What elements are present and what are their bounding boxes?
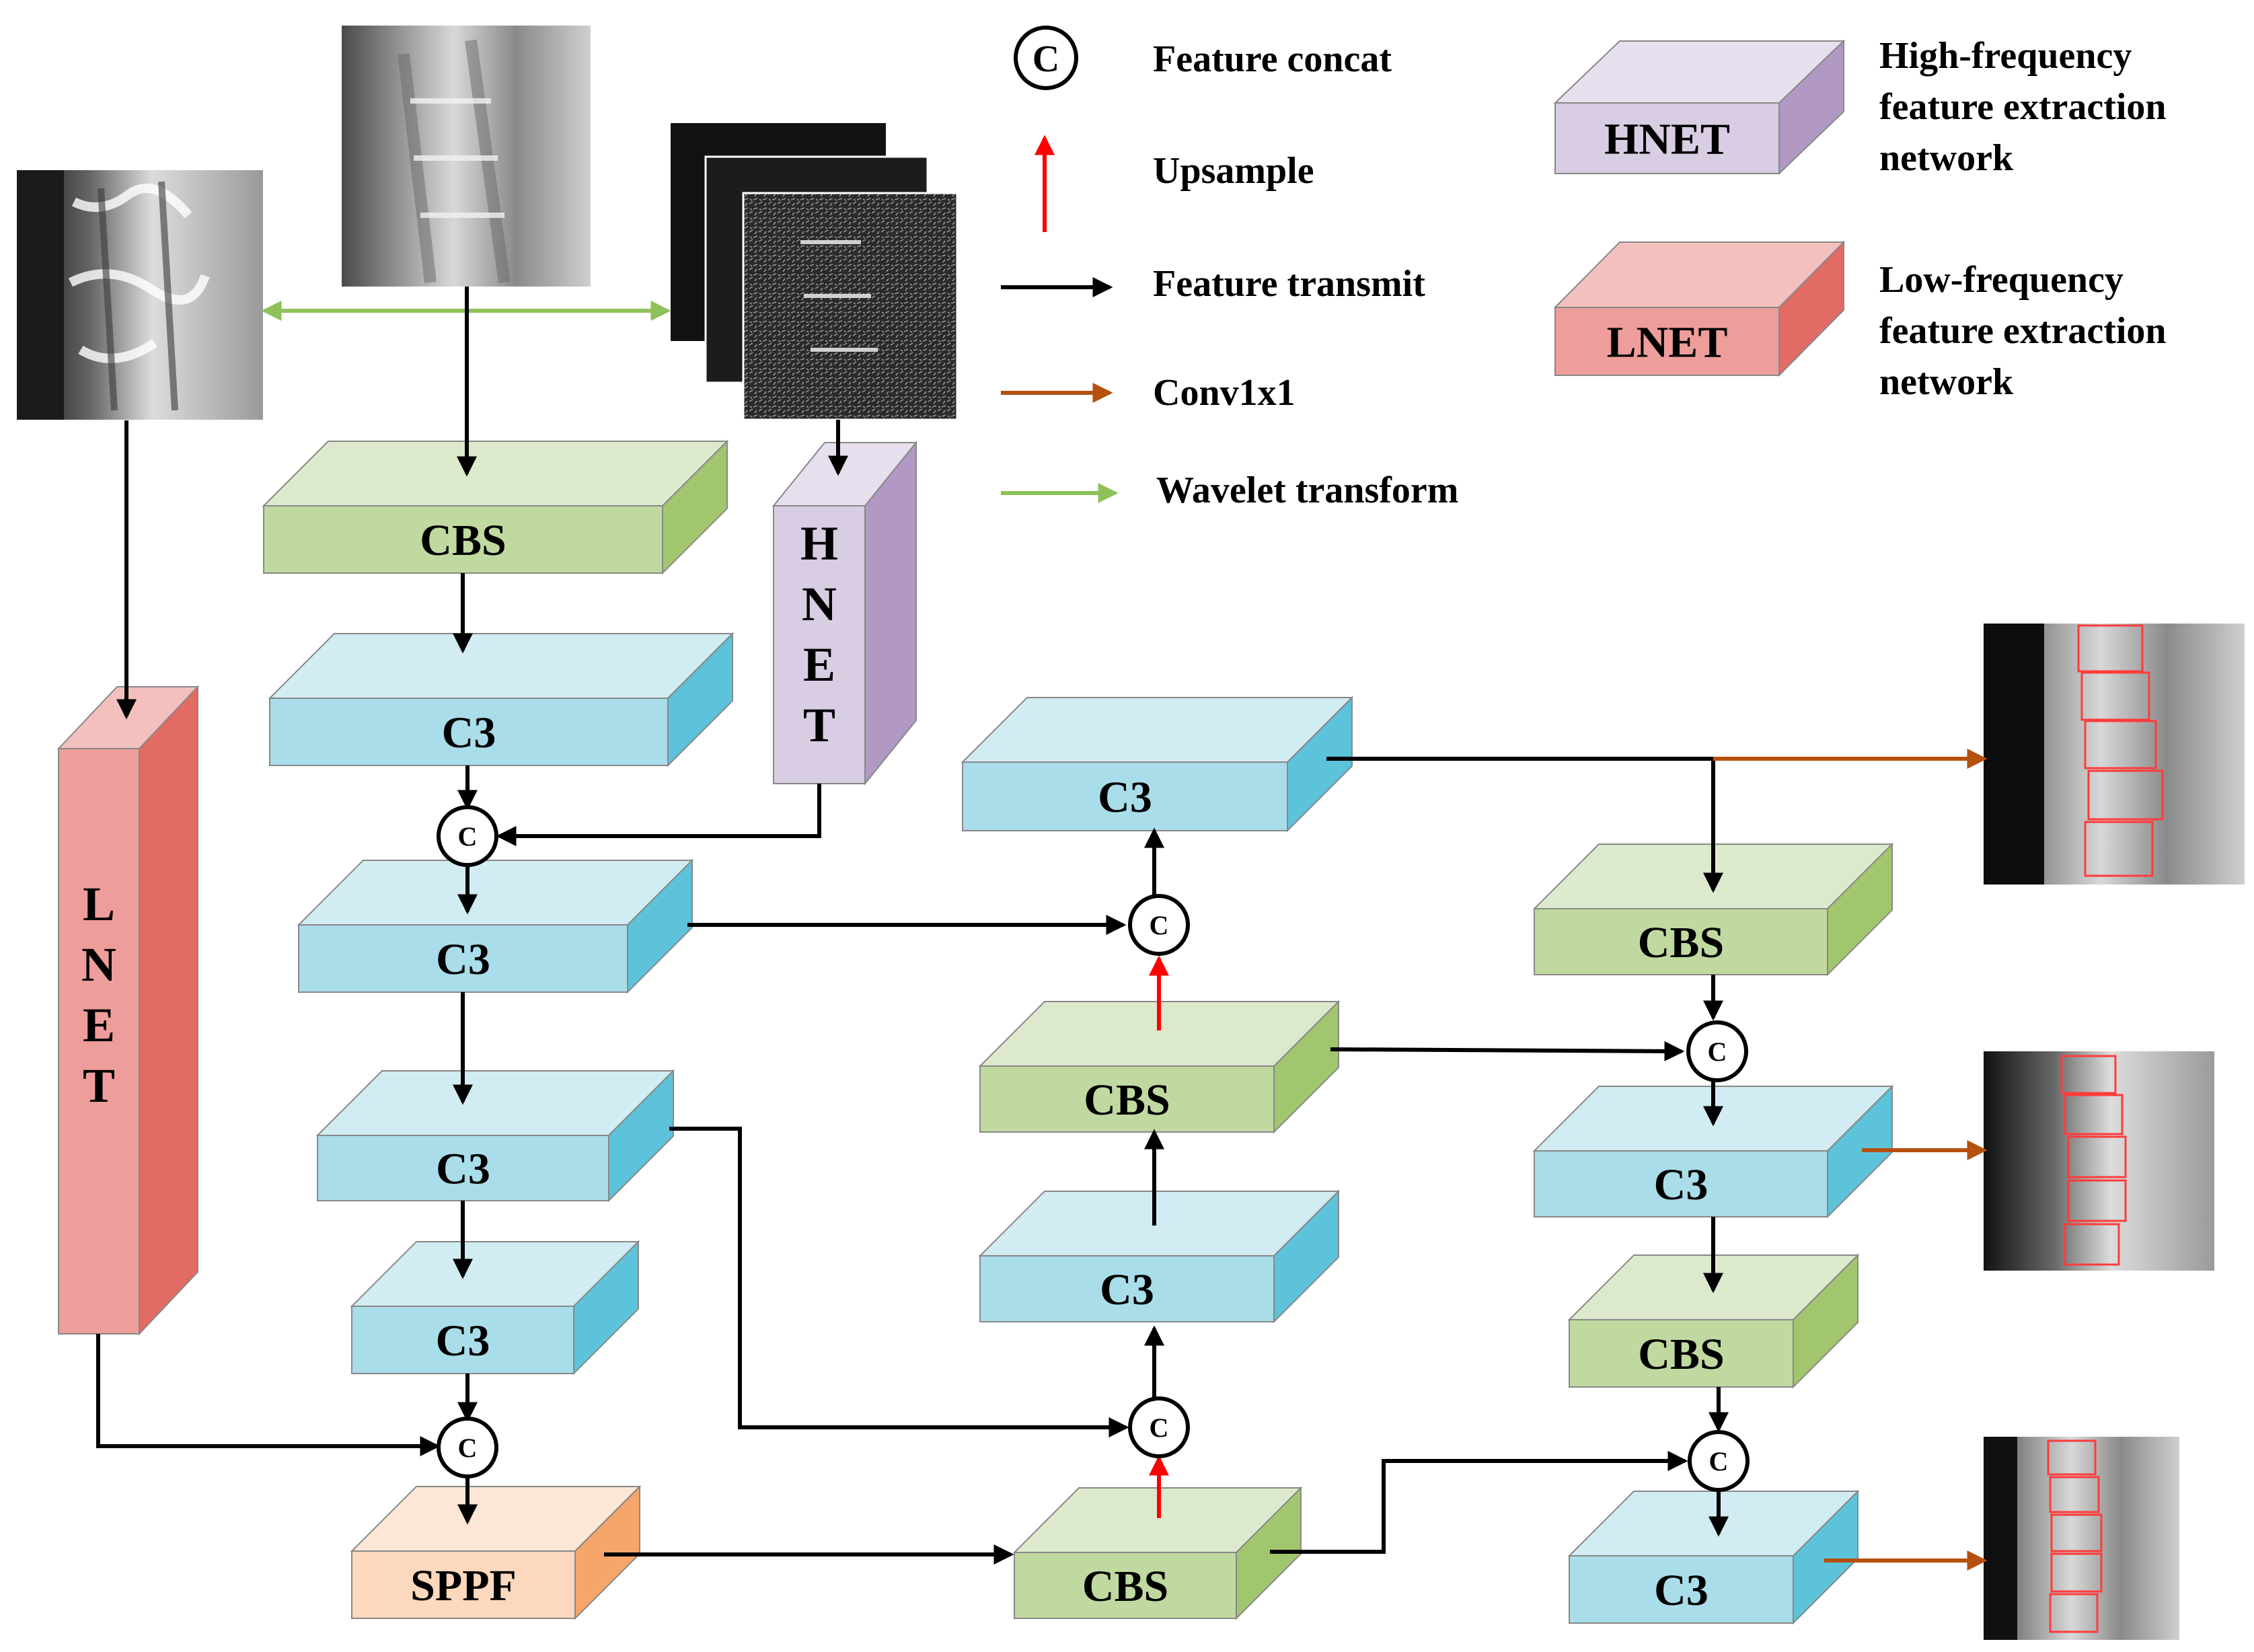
- output-image-large: [1984, 624, 2245, 885]
- c3-neck-middle-label: C3: [1100, 1265, 1154, 1314]
- lnet-block-letter: E: [83, 998, 115, 1052]
- concat-node-backbone-1: C: [437, 805, 498, 867]
- c3-head-2-label: C3: [1654, 1566, 1708, 1615]
- cbs-neck-bottom-label: CBS: [1082, 1562, 1168, 1611]
- arrow-cbs-neck-to-concat-right: [1330, 1041, 1685, 1061]
- legend-upsample-label: Upsample: [1153, 150, 1314, 192]
- sppf-block: SPPF: [350, 1485, 642, 1620]
- sppf-block-label: SPPF: [410, 1561, 517, 1610]
- cbs-backbone-label: CBS: [420, 516, 506, 565]
- c3-head-1-label: C3: [1654, 1160, 1708, 1209]
- legend-wavelet-label: Wavelet transform: [1156, 470, 1458, 511]
- hnet-block-letter: N: [802, 577, 837, 631]
- cbs-neck-bottom: CBS: [1012, 1486, 1303, 1620]
- cbs-backbone: CBS: [262, 439, 729, 575]
- svg-text:C: C: [1709, 1446, 1729, 1476]
- cbs-neck-middle-label: CBS: [1084, 1076, 1170, 1125]
- high-frequency-images: [671, 123, 959, 421]
- low-frequency-image: [17, 170, 263, 420]
- hnet-block-letter: H: [800, 517, 838, 570]
- concat-node-head-bottom: C: [1688, 1430, 1750, 1492]
- lnet-block: LNET: [57, 685, 200, 1336]
- svg-text:C: C: [1150, 1413, 1169, 1443]
- c3-backbone-3-label: C3: [436, 1145, 490, 1194]
- output-detection-images: [1984, 624, 2245, 1640]
- svg-text:C: C: [1032, 38, 1059, 80]
- svg-text:C: C: [1708, 1037, 1727, 1067]
- blocks-layer: HNETLNETCBSC3C3C3C3SPPFHNETLNETC3CBSC3CB…: [57, 39, 1894, 1625]
- concat-nodes: C C C C C C: [437, 805, 1750, 1492]
- legend-hnet-desc-3: network: [1879, 137, 2014, 179]
- c3-backbone-4-label: C3: [436, 1316, 490, 1365]
- concat-node-head-middle: C: [1686, 1020, 1748, 1082]
- arrow-c3-level2-to-concat: [669, 1127, 1129, 1437]
- c3-backbone-4: C3: [350, 1240, 640, 1376]
- arrow-cbs-bottom-to-concat-bottom: [1270, 1451, 1688, 1554]
- arrow-lnet-to-concat2: [96, 1334, 441, 1456]
- cbs-head-2-label: CBS: [1638, 1330, 1724, 1379]
- legend-lnet-block: LNET: [1553, 240, 1846, 377]
- c3-backbone-1: C3: [268, 632, 735, 767]
- legend-lnet-desc-1: Low-frequency: [1879, 259, 2124, 301]
- lnet-block-letter: L: [83, 877, 115, 931]
- legend-hnet-block: HNET: [1553, 39, 1846, 176]
- cbs-neck-middle: CBS: [978, 1000, 1341, 1134]
- c3-neck-top-label: C3: [1098, 773, 1152, 822]
- lnet-block-letter: T: [83, 1059, 115, 1113]
- concat-node-neck-bottom: C: [1128, 1396, 1190, 1458]
- connectors: [96, 287, 1988, 1571]
- legend-concat-label: Feature concat: [1153, 38, 1392, 80]
- legend-concat-icon: C: [1014, 26, 1078, 90]
- arrow-hnet-to-concat1: [496, 784, 821, 846]
- original-xray-image: [342, 26, 591, 287]
- output-image-medium: [1984, 1051, 2214, 1271]
- concat-node-backbone-2: C: [437, 1417, 498, 1478]
- c3-backbone-3: C3: [315, 1069, 675, 1203]
- c3-neck-middle: C3: [978, 1189, 1341, 1324]
- hnet-block-letter: E: [803, 638, 835, 691]
- c3-neck-top: C3: [961, 696, 1354, 833]
- legend: C Feature concat Upsample Feature transm…: [1001, 26, 2167, 511]
- legend-hnet-block-label: HNET: [1604, 115, 1730, 164]
- hnet-block: HNET: [772, 441, 918, 786]
- c3-backbone-2-label: C3: [436, 935, 490, 984]
- svg-text:C: C: [1150, 910, 1169, 940]
- legend-lnet-block-label: LNET: [1607, 318, 1728, 367]
- legend-conv-label: Conv1x1: [1153, 372, 1295, 414]
- legend-lnet-desc-2: feature extraction: [1879, 310, 2167, 352]
- legend-lnet-desc-3: network: [1879, 361, 2014, 403]
- hnet-block-letter: T: [803, 698, 835, 752]
- lnet-block-letter: N: [81, 938, 116, 991]
- concat-node-neck-top: C: [1128, 894, 1190, 956]
- legend-hnet-desc-2: feature extraction: [1879, 86, 2167, 128]
- c3-head-2: C3: [1567, 1489, 1860, 1625]
- cbs-head-1-label: CBS: [1638, 918, 1724, 967]
- c3-backbone-2: C3: [297, 858, 694, 994]
- svg-text:C: C: [458, 821, 478, 852]
- c3-backbone-1-label: C3: [442, 708, 496, 757]
- legend-hnet-desc-1: High-frequency: [1879, 35, 2132, 77]
- svg-text:C: C: [458, 1433, 478, 1463]
- legend-transmit-label: Feature transmit: [1153, 263, 1425, 305]
- output-image-small: [1984, 1437, 2179, 1640]
- input-images: [17, 26, 959, 421]
